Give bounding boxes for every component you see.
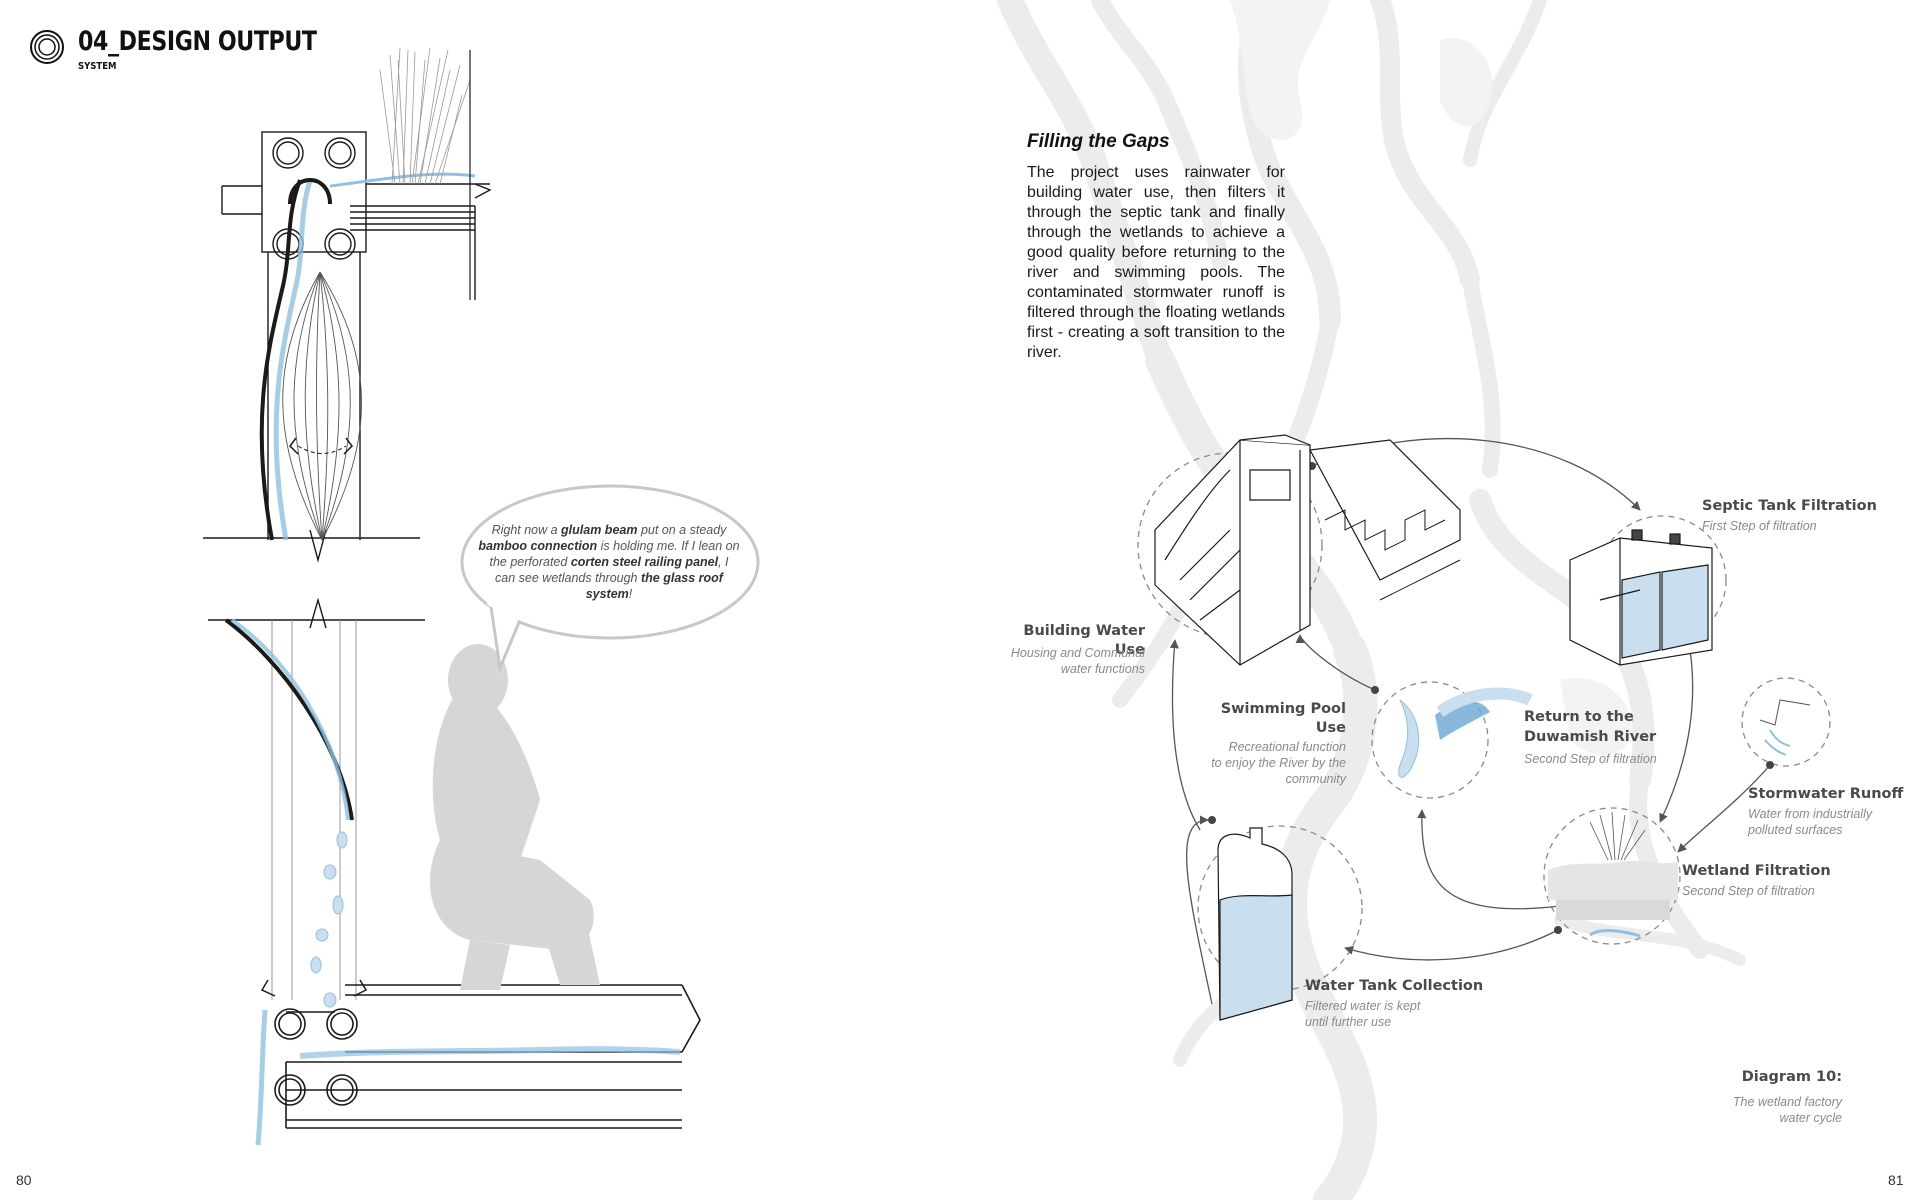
stormwater-node-caption-2: polluted surfaces: [1748, 823, 1843, 837]
septic-node-caption: First Step of filtration: [1702, 519, 1817, 533]
wetland-node-label: Wetland Filtration: [1682, 863, 1831, 879]
tank-node-label: Water Tank Collection: [1305, 978, 1484, 994]
page-number-right: 81: [1888, 1172, 1904, 1188]
section-heading: Filling the Gaps: [1027, 131, 1170, 152]
speech-bubble-text: Right now a glulam beam put on a steady …: [478, 523, 740, 601]
tank-node-circle: [1197, 825, 1363, 991]
pool-node-label-2: Use: [1315, 720, 1346, 736]
building-node-caption-2: water functions: [1060, 662, 1145, 676]
pool-node-caption-1: Recreational function: [1228, 740, 1346, 754]
wetland-node-circle: [1543, 807, 1681, 945]
river-node-label-2: Duwamish River: [1524, 729, 1657, 745]
section-body: The project uses rainwater for building …: [1027, 164, 1285, 361]
page-number-left: 80: [16, 1172, 32, 1188]
diagram-caption-line-2: water cycle: [1779, 1111, 1842, 1125]
diagram-caption-title: Diagram 10:: [1741, 1069, 1842, 1085]
page-header-title: 04_DESIGN OUTPUT: [78, 26, 317, 57]
stormwater-node-label: Stormwater Runoff: [1748, 786, 1904, 802]
wetland-node-caption: Second Step of filtration: [1682, 884, 1815, 898]
tank-node-caption-1: Filtered water is kept: [1305, 999, 1421, 1013]
building-node-caption-1: Housing and Communal: [1010, 646, 1145, 660]
river-node-label-1: Return to the: [1524, 709, 1634, 725]
stormwater-node-circle: [1741, 677, 1831, 767]
diagram-caption-line-1: The wetland factory: [1732, 1095, 1842, 1109]
tank-node-caption-2: until further use: [1305, 1015, 1392, 1029]
septic-node-label: Septic Tank Filtration: [1702, 498, 1877, 514]
pool-node-caption-2: to enjoy the River by the: [1211, 756, 1346, 770]
building-node-label: Building Water Use: [1023, 623, 1145, 658]
page-header-subtitle: SYSTEM: [78, 61, 117, 72]
pool-node-label-1: Swimming Pool: [1220, 701, 1346, 717]
river-node-caption: Second Step of filtration: [1524, 752, 1657, 766]
stormwater-node-caption-1: Water from industrially: [1748, 807, 1873, 821]
pool-node-caption-3: community: [1285, 772, 1346, 786]
pool-node-circle: [1371, 681, 1489, 799]
